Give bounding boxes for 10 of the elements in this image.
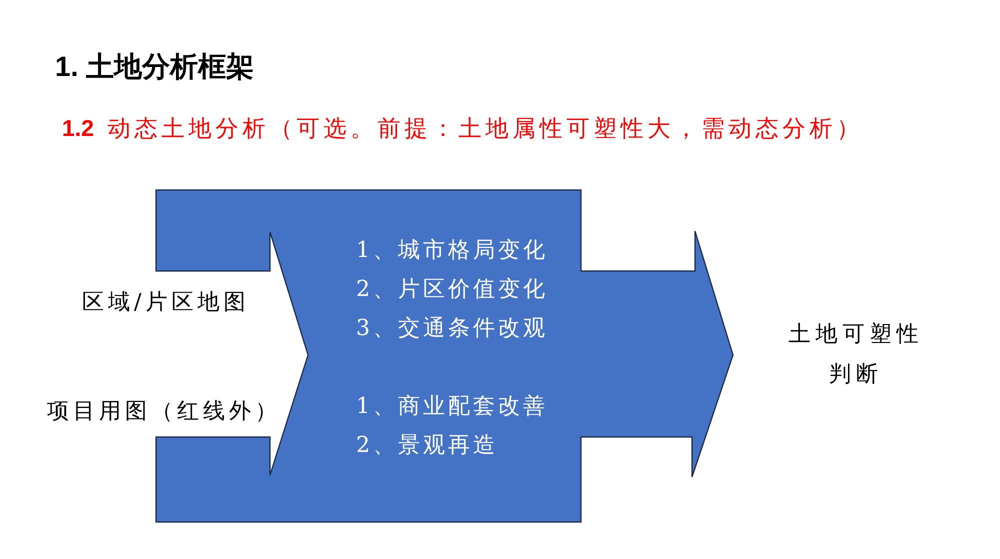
list-item: 2、景观再造 <box>356 432 498 460</box>
input-label: 区域/片区地图 <box>82 289 250 317</box>
page-title: 1. 土地分析框架 <box>55 50 254 84</box>
list-item: 1、商业配套改善 <box>356 393 548 421</box>
list-item: 3、交通条件改观 <box>356 315 548 343</box>
list-item: 1、城市格局变化 <box>356 237 548 265</box>
subtitle: 1.2 动态土地分析（可选。前提：土地属性可塑性大，需动态分析） <box>62 114 864 143</box>
output-label: 土地可塑性判断 <box>788 321 924 389</box>
list-item: 2、片区价值变化 <box>356 276 548 304</box>
input-label: 项目用图（红线外） <box>47 398 281 426</box>
